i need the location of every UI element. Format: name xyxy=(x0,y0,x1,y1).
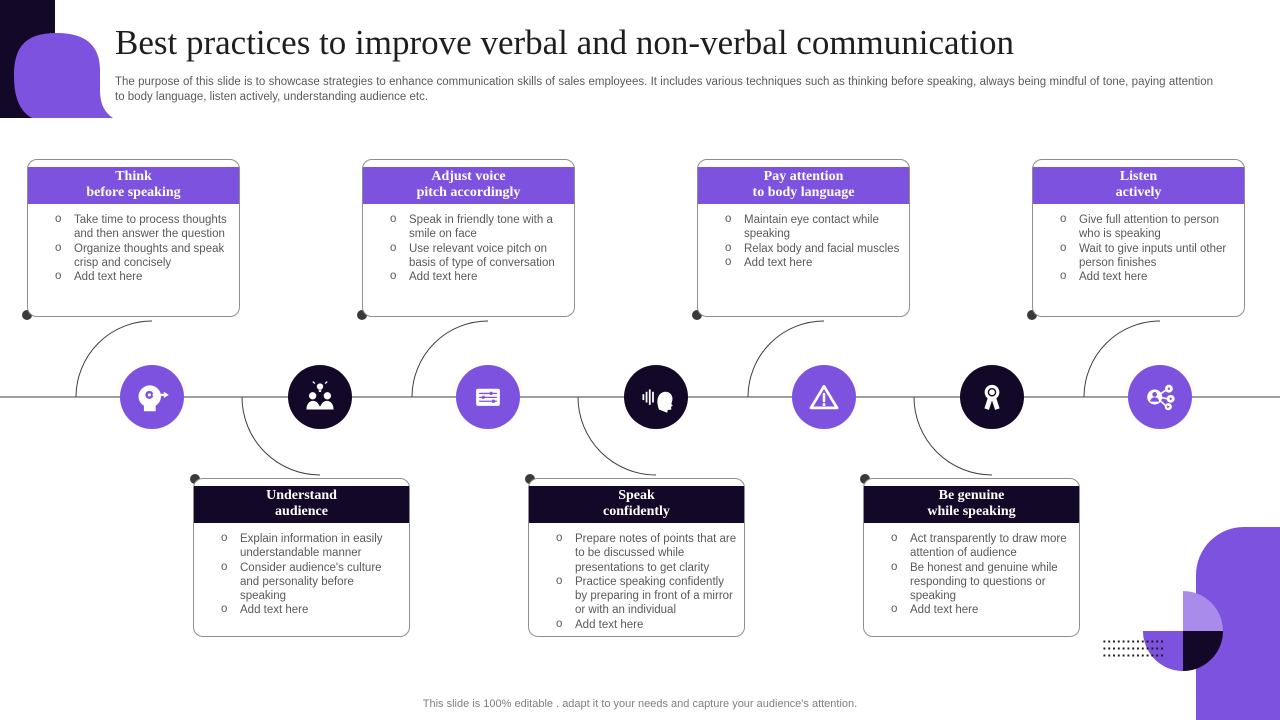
bullet-marker: o xyxy=(55,213,62,225)
sliders-panel-icon xyxy=(476,388,500,406)
page-title: Best practices to improve verbal and non… xyxy=(115,23,1015,62)
timeline-node-genuine xyxy=(960,365,1024,429)
bullet-marker: o xyxy=(891,603,898,616)
timeline-node-attention xyxy=(792,365,856,429)
bullet-marker: o xyxy=(390,270,397,283)
card-header: Listen actively xyxy=(1033,167,1244,204)
timeline-node-speak xyxy=(624,365,688,429)
timeline-node-listen xyxy=(1128,365,1192,429)
speech-bubble-decoration xyxy=(14,33,113,118)
card-header: Think before speaking xyxy=(28,167,239,204)
bullet-marker: o xyxy=(725,213,732,225)
speaking-profile-icon xyxy=(642,389,673,413)
bullet-marker: o xyxy=(891,560,898,573)
card-header: Be genuine while speaking xyxy=(864,486,1079,523)
bullet-marker: o xyxy=(390,241,397,254)
timeline-node-think xyxy=(120,365,184,429)
award-ribbon-icon xyxy=(984,384,1000,410)
bullet-marker: o xyxy=(221,532,228,544)
bullet-marker: o xyxy=(390,213,397,225)
bullet-marker: o xyxy=(55,241,62,254)
timeline-node-adjust-voice xyxy=(456,365,520,429)
bullet-marker: o xyxy=(556,574,563,587)
card-header: Speak confidently xyxy=(529,486,744,523)
bullet-marker: o xyxy=(556,617,563,630)
bullet-marker: o xyxy=(221,603,228,616)
thinking-head-gear-icon xyxy=(138,385,169,412)
bullet-marker: o xyxy=(725,255,732,268)
bullet-marker: o xyxy=(1060,213,1067,225)
timeline-node-understand xyxy=(288,365,352,429)
bullet-marker: o xyxy=(556,532,563,544)
bullet-marker: o xyxy=(1060,270,1067,283)
share-network-icon xyxy=(1147,384,1175,411)
handshake-idea-icon xyxy=(306,381,334,410)
bullet-marker: o xyxy=(891,532,898,544)
bullet-marker: o xyxy=(55,270,62,283)
card-header: Pay attention to body language xyxy=(698,167,909,204)
footer-note: This slide is 100% editable . adapt it t… xyxy=(422,698,858,710)
dots-pattern-decoration xyxy=(1102,638,1164,658)
page-subtitle: The purpose of this slide is to showcase… xyxy=(115,76,1213,103)
bullet-marker: o xyxy=(725,241,732,254)
warning-triangle-icon xyxy=(809,384,839,410)
card-header: Adjust voice pitch accordingly xyxy=(363,167,574,204)
quarter-circle-decoration xyxy=(1143,591,1223,671)
card-header: Understand audience xyxy=(194,486,409,523)
bullet-marker: o xyxy=(221,560,228,573)
bullet-marker: o xyxy=(1060,241,1067,254)
